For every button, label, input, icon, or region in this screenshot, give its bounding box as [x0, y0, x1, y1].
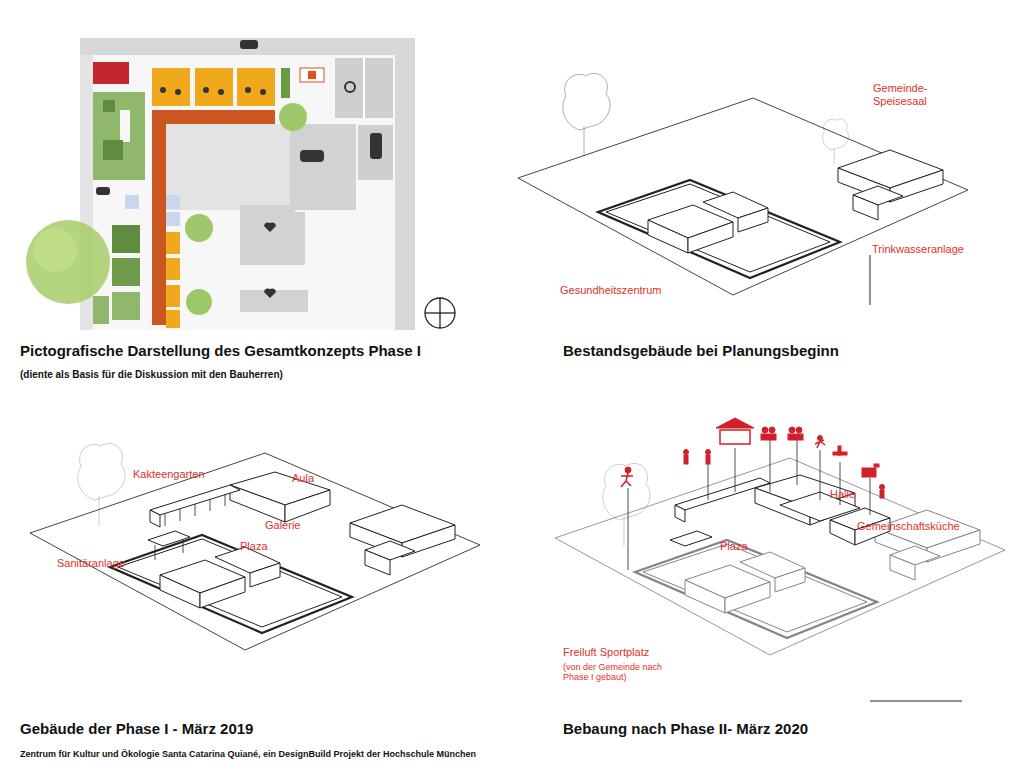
building-label: Trinkwasseranlage	[872, 243, 964, 256]
caption: Zentrum für Kultur und Ökologie Santa Ca…	[20, 749, 476, 759]
phase-one-axonometry	[30, 443, 480, 650]
area-label: Plaza	[240, 540, 268, 553]
building-label: Gesundheitszentrum	[560, 284, 662, 297]
panel-title: Gebäude der Phase I - März 2019	[20, 720, 253, 737]
building-label: Gemeinde- Speisesaal	[873, 82, 937, 107]
panel-title: Pictografische Darstellung des Gesamtkon…	[20, 342, 421, 359]
building-label: Gemeinschaftsküche	[857, 520, 960, 533]
building-label: Aula	[292, 472, 314, 485]
phase-two-axonometry	[555, 418, 1005, 701]
panel-title: Bebaung nach Phase II- März 2020	[563, 720, 808, 737]
area-label: Kakteengarten	[133, 468, 205, 481]
site-plan	[26, 38, 455, 330]
building-label: Sanitäranlage	[57, 557, 125, 570]
area-note: (von der Gemeinde nach Phase I gebaut)	[563, 662, 675, 683]
panel-title: Bestandsgebäude bei Planungsbeginn	[563, 342, 839, 359]
building-label: Galerie	[265, 519, 300, 532]
building-label: Halle	[830, 488, 855, 501]
area-label: Plaza	[720, 540, 748, 553]
existing-buildings-axonometry	[518, 73, 968, 305]
area-label: Freiluft Sportplatz	[563, 646, 649, 659]
panel-subtitle: (diente als Basis für die Diskussion mit…	[20, 369, 283, 381]
